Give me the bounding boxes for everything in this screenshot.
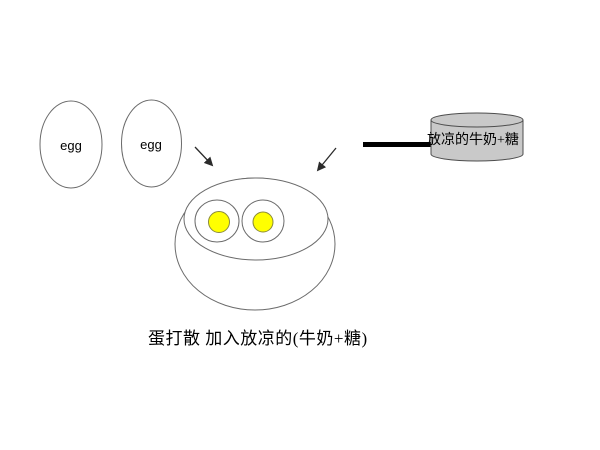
caption-text: 蛋打散 加入放凉的(牛奶+糖): [148, 329, 368, 348]
egg-yolk-2: [252, 211, 274, 233]
milk-pour-line: [363, 142, 434, 147]
milk-container-top: [430, 112, 524, 128]
egg-shape-1: [39, 100, 103, 189]
milk-container-label: 放凉的牛奶+糖: [427, 133, 519, 148]
egg-yolk-1: [208, 211, 230, 233]
egg-shape-2: [121, 99, 182, 188]
milk-container-body: [430, 120, 524, 162]
arrow-eggs-to-bowl-icon: [194, 146, 214, 167]
arrow-milk-to-bowl-icon: [316, 147, 337, 172]
egg-label-2: egg: [140, 137, 162, 152]
egg-label-1: egg: [60, 138, 82, 153]
